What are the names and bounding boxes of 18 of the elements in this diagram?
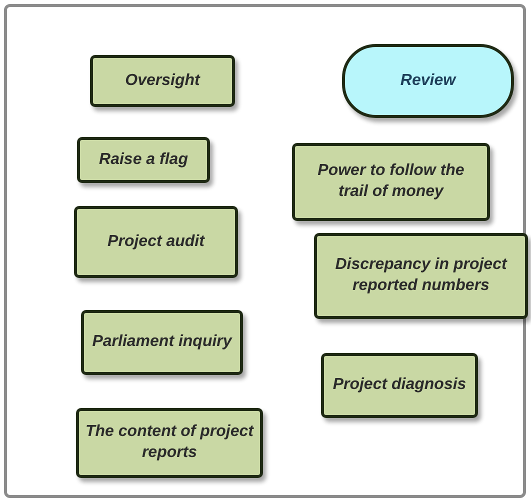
label-box: [76, 408, 263, 478]
box-text: Review: [400, 70, 456, 91]
box-text: Power to follow the trail of money: [316, 161, 466, 202]
rounded-label-box: [342, 44, 514, 118]
label-box: [81, 310, 243, 375]
label-box: [90, 55, 235, 107]
box-text: Oversight: [125, 70, 200, 91]
label-box: [314, 233, 528, 319]
label-box: [77, 137, 210, 183]
box-text: Raise a flag: [99, 150, 188, 170]
box-text: Project diagnosis: [332, 375, 466, 396]
box-text: Discrepancy in project reported numbers: [334, 255, 508, 296]
box-text: Project audit: [108, 232, 204, 252]
label-box: [292, 143, 490, 221]
box-text: Parliament inquiry: [92, 332, 232, 352]
label-box: [321, 353, 478, 418]
label-box: [74, 206, 238, 278]
box-text: The content of project reports: [85, 422, 254, 463]
